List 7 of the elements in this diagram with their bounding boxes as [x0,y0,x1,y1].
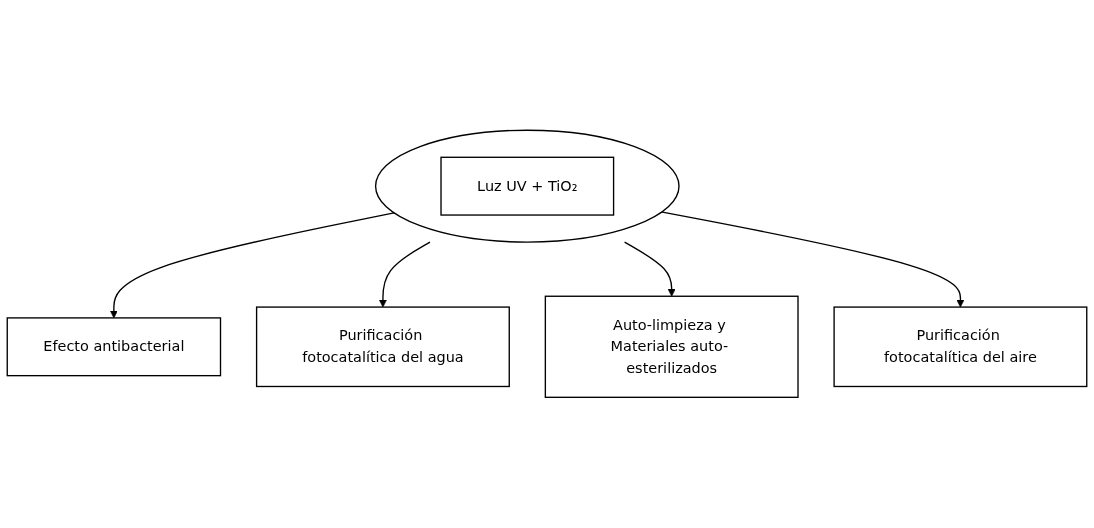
node-box: Auto-limpieza y Materiales auto- esterilizados [544,295,799,399]
arrow [623,241,676,297]
arrow [378,241,431,308]
node-box: Efecto antibacterial [6,317,222,377]
node-box: Purificación fotocatalítica del aire [833,306,1088,388]
node-box: Purificación fotocatalítica del agua [255,306,510,388]
node-box: Luz UV + TiO₂ [440,156,615,216]
